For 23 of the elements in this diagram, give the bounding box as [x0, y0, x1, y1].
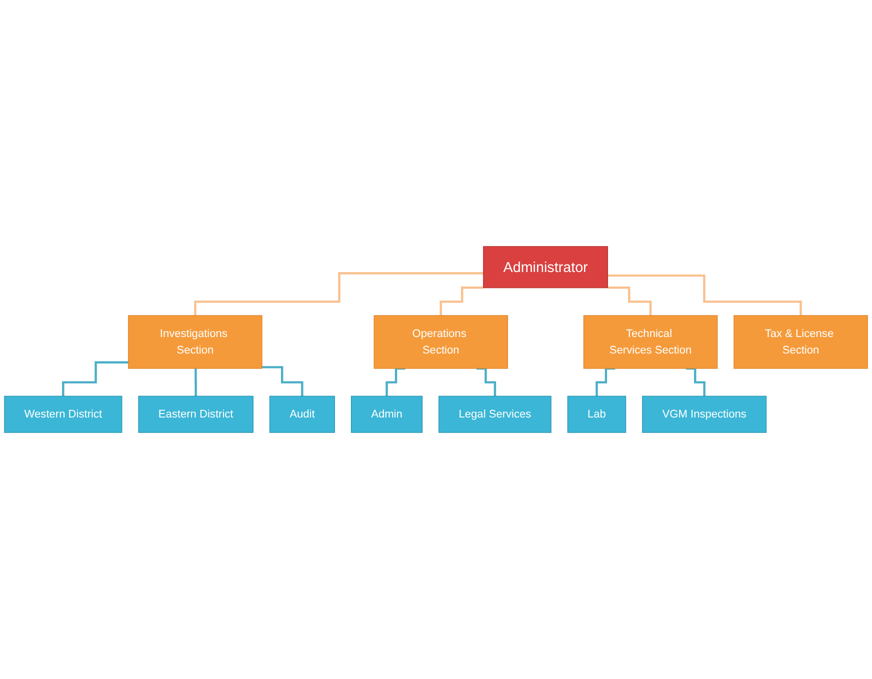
connector	[440, 286, 484, 317]
node-box: Lab	[567, 396, 626, 433]
node-box: Audit	[269, 396, 335, 433]
connector	[194, 367, 197, 398]
node-box: Operations Section	[374, 315, 508, 369]
connector	[386, 367, 406, 398]
node-box: Western District	[4, 396, 122, 433]
connector	[608, 274, 802, 317]
connector	[62, 361, 128, 398]
connector	[686, 367, 706, 398]
connector	[476, 367, 496, 398]
node-box: Administrator	[483, 246, 608, 288]
connector	[262, 366, 304, 398]
node-box: Eastern District	[138, 396, 254, 433]
node-box: Tax & License Section	[734, 315, 868, 369]
node-box: VGM Inspections	[642, 396, 767, 433]
connector	[194, 272, 484, 317]
connector	[608, 286, 652, 317]
node-box: Legal Services	[438, 396, 552, 433]
node-box: Admin	[350, 396, 423, 433]
node-box: Technical Services Section	[583, 315, 718, 369]
connector	[596, 367, 616, 398]
node-box: Investigations Section	[128, 315, 262, 369]
